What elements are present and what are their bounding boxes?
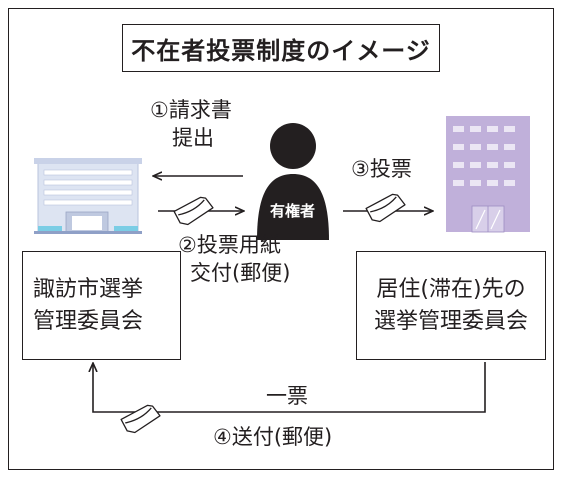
- one-vote-label: 一票: [266, 384, 308, 408]
- diagram-title: 不在者投票制度のイメージ: [131, 36, 431, 65]
- step1-label-line1: ①請求書: [150, 98, 232, 122]
- voter-silhouette-icon: [257, 123, 329, 240]
- step1-label-line2: 提出: [172, 126, 214, 150]
- left-box-line1: 諏訪市選挙: [33, 276, 144, 302]
- voter-label: 有権者: [270, 202, 316, 220]
- right-building-icon: [446, 116, 530, 233]
- envelope-icon: [173, 196, 214, 226]
- title-box: 不在者投票制度のイメージ: [122, 24, 440, 72]
- envelope-icon: [120, 404, 161, 434]
- envelope-icon: [365, 193, 406, 223]
- right-box-line2: 選挙管理委員会: [373, 308, 528, 334]
- step4-label: ④送付(郵便): [213, 425, 333, 449]
- step2-label-line2: 交付(郵便): [190, 261, 291, 285]
- left-box-line2: 管理委員会: [33, 308, 144, 334]
- step2-label-line1: ②投票用紙: [178, 233, 281, 257]
- diagram-frame: [8, 8, 554, 470]
- arrow-send: [93, 362, 486, 413]
- left-building-icon: [34, 158, 142, 234]
- step3-label: ③投票: [351, 157, 412, 181]
- right-box-line1: 居住(滞在)先の: [376, 276, 526, 302]
- suwa-election-committee-box: 諏訪市選挙 管理委員会: [22, 251, 181, 360]
- residence-election-committee-box: 居住(滞在)先の 選挙管理委員会: [356, 251, 546, 360]
